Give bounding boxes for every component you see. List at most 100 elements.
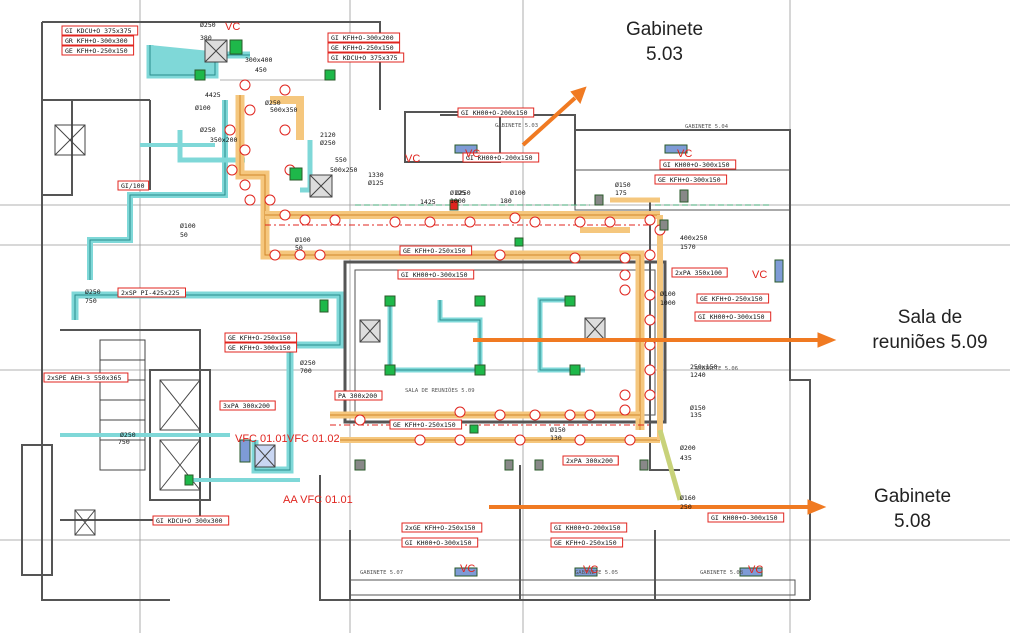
label-box: GI KH00+O-300x150 xyxy=(707,512,785,523)
label-box-text: 2xPA 350x100 xyxy=(675,269,722,277)
dimension-label: Ø250 xyxy=(300,359,316,367)
control-lines xyxy=(265,204,770,426)
label-box: 2xSP PI-425x225 xyxy=(117,287,186,298)
dimension-label: Ø100 xyxy=(180,222,196,230)
dimension-label: 435 xyxy=(680,454,692,462)
room-name: SALA DE REUNIÕES 5.09 xyxy=(405,387,475,394)
label-box: GE KFH+O-250x150 xyxy=(389,419,463,430)
label-box-text: GI KFH+O-300x200 xyxy=(331,34,394,42)
dimension-label: 50 xyxy=(295,244,303,252)
callout-line1: Sala de xyxy=(897,307,963,328)
label-box: GI KH00+O-300x150 xyxy=(401,537,479,548)
dimension-label: Ø100 xyxy=(660,290,676,298)
callout-line1: Gabinete xyxy=(625,19,704,40)
dimension-label: 250 xyxy=(680,503,692,511)
label-box: GI KH00+O-200x150 xyxy=(462,152,540,163)
callout-line1: Gabinete xyxy=(873,486,952,507)
dimension-label: 380 xyxy=(200,34,212,42)
dimension-label: 2120 xyxy=(320,131,336,139)
dimension-label: 130 xyxy=(550,434,562,442)
shafts xyxy=(54,124,201,536)
dimension-label: 450 xyxy=(255,66,267,74)
dimension-label: 750 xyxy=(85,297,97,305)
label-box: 2xPA 300x200 xyxy=(562,455,619,466)
label-box-text: GI KDCU+O 375x375 xyxy=(331,54,398,62)
label-box-text: GE KFH+O-250x150 xyxy=(700,295,763,303)
dimension-label: 4425 xyxy=(205,91,221,99)
label-box-text: GE KFH+O-250x150 xyxy=(403,247,466,255)
dimension-label: 180 xyxy=(500,197,512,205)
dimension-label: 300x400 xyxy=(245,56,272,64)
label-box-text: GI KH00+O-300x150 xyxy=(711,514,778,522)
label-box: 2xSPE AEH-3 550x365 xyxy=(43,372,129,383)
label-box: 3xPA 300x200 xyxy=(219,400,276,411)
label-box: GI KDCU+O 300x300 xyxy=(152,515,230,526)
dimension-label: 500x250 xyxy=(330,166,357,174)
dimension-label: 1425 xyxy=(420,198,436,206)
label-box: GI KDCU+O 375x375 xyxy=(61,25,139,36)
label-box-text: GI KH00+O-300x150 xyxy=(663,161,730,169)
dimension-label: Ø160 xyxy=(680,494,696,502)
room-name: GABINETE 5.03 xyxy=(495,123,538,129)
label-box-text: 2xPA 300x200 xyxy=(566,457,613,465)
vc-label: VC xyxy=(225,21,240,33)
label-box: GE KFH+O-300x150 xyxy=(654,174,728,185)
dimension-label: 400x250 xyxy=(680,234,707,242)
dimension-texts: Ø250380300x4004504425Ø100Ø250350x200Ø250… xyxy=(85,21,717,511)
vfc-label: VFC 01.01 xyxy=(235,433,288,445)
callout-line2: 5.08 xyxy=(894,511,931,532)
dimension-label: Ø200 xyxy=(680,444,696,452)
label-box: 2xPA 350x100 xyxy=(671,267,728,278)
label-box: GE KFH+O-250x150 xyxy=(550,537,624,548)
label-box-text: GE KFH+O-300x150 xyxy=(228,344,291,352)
dimension-label: Ø100 xyxy=(510,189,526,197)
label-box: GI KH00+O-300x150 xyxy=(659,159,737,170)
dimension-label: Ø250 xyxy=(455,189,471,197)
label-box: GE KFH+O-250x150 xyxy=(61,45,135,56)
dimension-label: 700 xyxy=(300,367,312,375)
dimension-label: Ø250 xyxy=(200,126,216,134)
dimension-label: Ø125 xyxy=(450,189,466,197)
label-box-text: GI KH00+O-300x150 xyxy=(698,313,765,321)
callout-line2: 5.03 xyxy=(646,44,683,65)
dimension-label: Ø250 xyxy=(200,21,216,29)
label-box-text: GI KH00+O-300x150 xyxy=(401,271,468,279)
room-name: GABINETE 5.07 xyxy=(360,570,403,576)
label-box-text: GI KH00+O-200x150 xyxy=(461,109,528,117)
dimension-label: Ø125 xyxy=(368,179,384,187)
label-box-text: GE KFH+O-250x150 xyxy=(554,539,617,547)
dimension-label: Ø250 xyxy=(120,431,136,439)
label-box: GI KH00+O-300x150 xyxy=(397,269,475,280)
callout-gabinete-503: Gabinete 5.03 xyxy=(612,17,717,67)
label-box: GI KFH+O-300x200 xyxy=(327,32,401,43)
dimension-label: 1000 xyxy=(660,299,676,307)
vc-label: VC xyxy=(460,563,475,575)
dimension-label: 350x200 xyxy=(210,136,237,144)
vfc-label: VFC 01.02 xyxy=(287,433,340,445)
callout-line2: reuniões 5.09 xyxy=(872,332,988,353)
vc-label: VC xyxy=(752,269,767,281)
vc-label: VC xyxy=(583,564,598,576)
dimension-label: Ø150 xyxy=(615,181,631,189)
label-box-text: GE KFH+O-250x150 xyxy=(228,334,291,342)
dimension-label: 1000 xyxy=(450,197,466,205)
dimension-label: Ø250 xyxy=(265,99,281,107)
dimension-label: Ø150 xyxy=(550,426,566,434)
label-box: GE KFH+O-250x150 xyxy=(696,293,770,304)
label-box-text: 2xSPE AEH-3 550x365 xyxy=(47,374,121,382)
callout-arrows xyxy=(473,86,837,515)
dimension-label: 175 xyxy=(615,189,627,197)
label-box-text: GI/100 xyxy=(121,182,145,190)
label-box-text: GI KDCU+O 300x300 xyxy=(156,517,223,525)
label-box: GI/100 xyxy=(117,180,150,191)
label-box: GE KFH+O-250x150 xyxy=(327,42,401,53)
label-box-text: GE KFH+O-250x150 xyxy=(393,421,456,429)
dimension-label: Ø100 xyxy=(195,104,211,112)
room-name: GABINETE 5.05 xyxy=(575,570,618,576)
label-box-text: PA 300x200 xyxy=(338,392,377,400)
label-box: 2xGE KFH+O-250x150 xyxy=(401,522,483,533)
room-name: GABINETE 5.06 xyxy=(695,366,738,372)
vc-label: VC xyxy=(677,148,692,160)
vc-label: VC xyxy=(465,148,480,160)
